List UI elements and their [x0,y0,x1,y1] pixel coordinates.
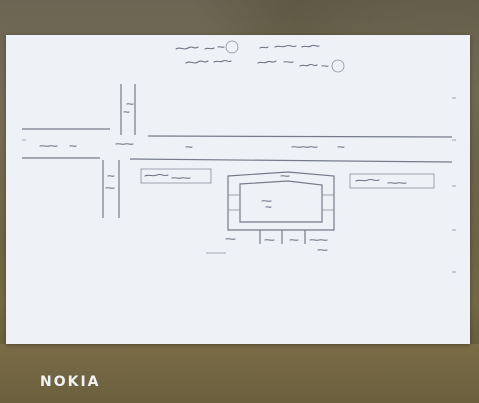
house-footprint [206,171,335,254]
left-plot-label [140,168,212,184]
left-vertical-road [102,84,136,218]
main-horizontal-road [22,128,453,163]
floor-foreground [0,344,479,403]
camera-watermark: NOKIA [40,374,101,390]
header-handwriting [175,40,345,73]
paper-sheet [6,35,470,344]
right-plot-label [349,173,435,189]
edge-tick-marks [22,97,456,273]
